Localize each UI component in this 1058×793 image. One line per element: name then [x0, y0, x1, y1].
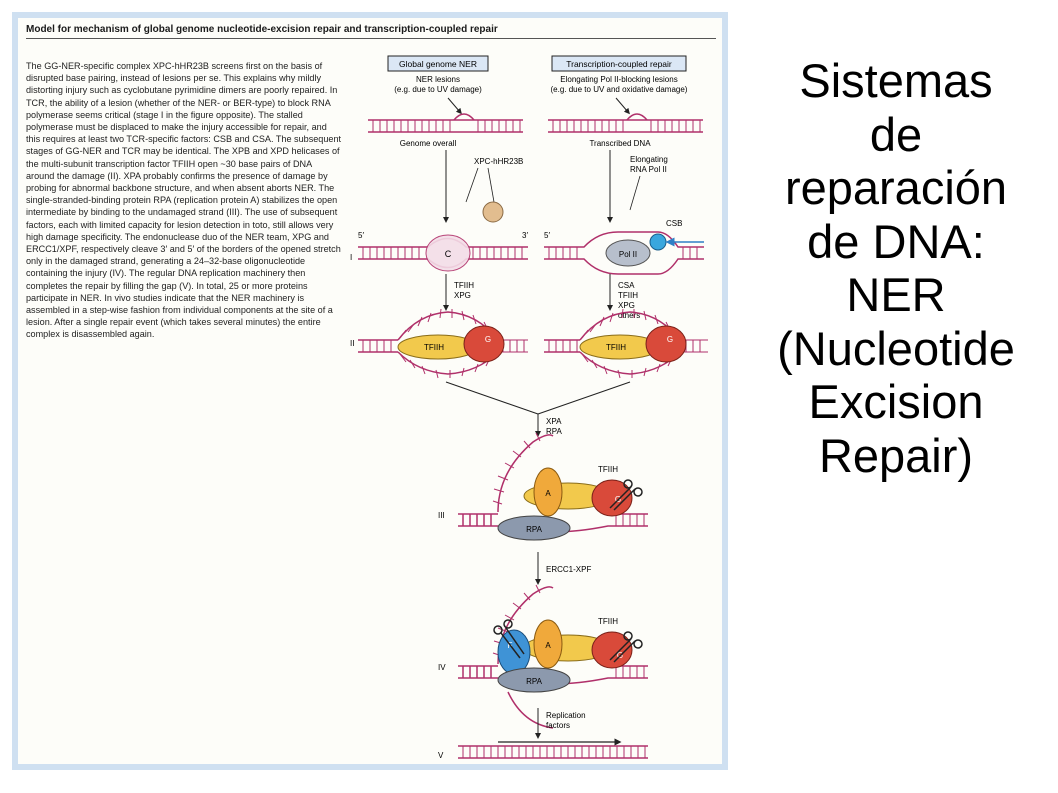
tcr-label: Transcription-coupled repair — [566, 59, 672, 69]
stage4-scissors-xpg-icon — [609, 631, 643, 663]
ercc1-step-label: ERCC1-XPF — [546, 565, 591, 574]
tcr-step2-line1: CSA — [618, 281, 635, 290]
gg-dna-duplex — [368, 113, 523, 133]
tcr-lesion-arrow — [615, 97, 630, 115]
figure-panel: Model for mechanism of global genome nuc… — [12, 12, 728, 770]
rpa-step-label: RPA — [546, 427, 563, 436]
slide-title-line: Sistemas — [799, 54, 993, 107]
pol2-short-label: Pol II — [619, 250, 637, 259]
tcr-dna-label: Transcribed DNA — [589, 139, 651, 148]
slide-title-line: Excision — [808, 375, 984, 428]
tcr-step2-line3: XPG — [618, 301, 635, 310]
tcr-lesion-line2: (e.g. due to UV and oxidative damage) — [551, 85, 688, 94]
stage3-tfiih-label: TFIIH — [598, 465, 618, 474]
slide-title-line: (Nucleotide — [777, 321, 1015, 375]
stage-ii-label: II — [350, 339, 354, 348]
xpc-label: XPC-hHR23B — [474, 157, 523, 166]
slide-title-line: de — [869, 107, 923, 161]
stage5-dna-duplex — [458, 738, 648, 759]
pol-label-line2: RNA Pol II — [630, 165, 667, 174]
stage4-tfiih-label: TFIIH — [598, 617, 618, 626]
gg-step2-line1: TFIIH — [454, 281, 474, 290]
pol2-complex — [605, 239, 651, 267]
gg-ner-header: Global genome NER NER lesions (e.g. due … — [387, 55, 489, 94]
tcr-lesion-line1: Elongating Pol II-blocking lesions — [560, 75, 677, 84]
tcr-step2-line4: others — [618, 311, 640, 320]
tcr-tfiih-label: TFIIH — [606, 343, 626, 352]
figure-inner: Model for mechanism of global genome nuc… — [18, 18, 722, 764]
xpa-step-label: XPA — [546, 417, 562, 426]
stage-iv-label: IV — [438, 663, 446, 672]
gg-tfiih-label: TFIIH — [424, 343, 444, 352]
gg-three-prime: 3′ — [522, 231, 528, 240]
stage4-rpa-label: RPA — [526, 677, 543, 686]
csb-label: CSB — [666, 219, 682, 228]
gg-lesion-line2: (e.g. due to UV damage) — [394, 85, 482, 94]
tcr-stage1-dna — [544, 231, 704, 275]
gg-lesion-line1: NER lesions — [416, 75, 460, 84]
tcr-stage2-complex: TFIIH G — [544, 308, 708, 379]
tcr-step2-line2: TFIIH — [618, 291, 638, 300]
pol-label-line1: Elongating — [630, 155, 668, 164]
slide-title-line: reparación — [784, 161, 1008, 214]
stage3-scissors-icon — [609, 479, 643, 511]
csb-protein — [649, 233, 667, 251]
tcr-g-label: G — [667, 335, 673, 344]
slide-title-line: Repair) — [818, 428, 974, 482]
replication-line2: factors — [546, 721, 570, 730]
stage-i-label: I — [350, 253, 352, 262]
tcr-five-prime: 5′ — [544, 231, 550, 240]
stage4-complex: A F G TFIIH RPA — [458, 584, 648, 729]
gg-stage2-complex: TFIIH G — [358, 308, 528, 379]
slide-title: Sistemas de reparación de DNA: NER (Nucl… — [742, 54, 1050, 482]
gg-g-label: G — [485, 335, 491, 344]
figure-title: Model for mechanism of global genome nuc… — [26, 24, 716, 39]
gg-dna-label: Genome overall — [400, 139, 457, 148]
stage3-complex: A G TFIIH RPA — [458, 432, 648, 541]
slide-title-line: de DNA: — [807, 214, 985, 268]
gg-ner-label: Global genome NER — [399, 59, 477, 69]
stage4-a-label: A — [545, 641, 551, 650]
stage3-rpa-label: RPA — [526, 525, 543, 534]
figure-body-text: The GG-NER-specific complex XPC-hHR23B s… — [26, 61, 342, 340]
stage-v-label: V — [438, 751, 444, 760]
gg-step2-line2: XPG — [454, 291, 471, 300]
gg-lesion-arrow — [447, 97, 462, 115]
tcr-header: Transcription-coupled repair Elongating … — [551, 55, 688, 94]
stage4-scissors-xpf-icon — [493, 619, 525, 659]
xpc-short-label: C — [445, 249, 452, 259]
ner-pathway-diagram: Global genome NER NER lesions (e.g. due … — [350, 55, 708, 760]
gg-five-prime: 5′ — [358, 231, 364, 240]
hhr23b-subunit — [482, 201, 504, 223]
xpc-complex — [425, 234, 471, 272]
stage3-a-label: A — [545, 489, 551, 498]
tcr-dna-duplex — [548, 113, 703, 133]
replication-line1: Replication — [546, 711, 586, 720]
slide-title-line: NER — [846, 268, 946, 321]
stage-iii-label: III — [438, 511, 445, 520]
